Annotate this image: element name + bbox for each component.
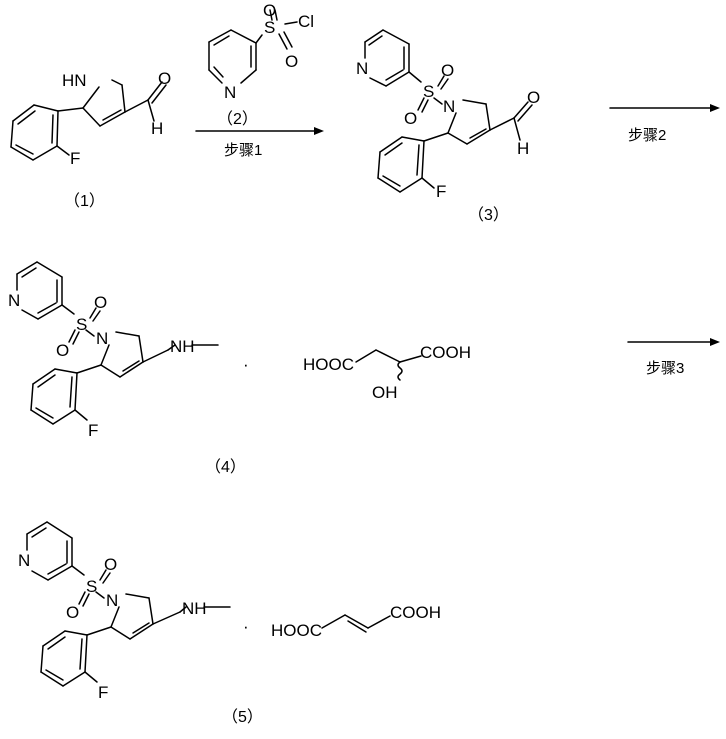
atom-h: H (151, 119, 163, 138)
step-2-label: 步骤2 (628, 127, 666, 144)
atom-f: F (88, 421, 98, 440)
compound-5: N S O O N NH F （5） · HOOC COOH (18, 521, 441, 726)
compound-2-label: （2） (217, 110, 258, 128)
atom-s: S (86, 577, 97, 596)
atom-nh: NH (170, 337, 195, 356)
atom-f: F (70, 149, 80, 168)
step-2-arrow: 步骤2 (609, 104, 720, 144)
step-1-label: 步骤1 (224, 142, 262, 159)
salt-dot: · (243, 617, 249, 636)
atom-h: H (517, 139, 529, 158)
atom-s: S (76, 315, 87, 334)
atom-o: O (94, 293, 107, 312)
atom-n: N (224, 83, 236, 102)
compound-5-label: （5） (222, 708, 263, 726)
atom-n: N (18, 551, 30, 570)
atom-cl: Cl (298, 12, 314, 31)
atom-f: F (436, 182, 446, 201)
fumaric-cooh: COOH (390, 603, 441, 622)
atom-o: O (263, 1, 276, 20)
salt-dot: · (243, 355, 249, 374)
atom-o: O (404, 109, 417, 128)
atom-nh: NH (182, 599, 207, 618)
malic-oh: OH (372, 383, 398, 402)
atom-n: N (106, 591, 118, 610)
atom-o: O (66, 603, 79, 622)
atom-f: F (98, 683, 108, 702)
atom-n: N (443, 97, 455, 116)
atom-o: O (158, 69, 171, 88)
atom-hn: HN (62, 71, 87, 90)
compound-2: S O O Cl N （2） (208, 1, 314, 128)
atom-n: N (8, 291, 20, 310)
compound-1-label: （1） (64, 192, 105, 210)
compound-1: HN O H F （1） (10, 69, 171, 210)
atom-s: S (264, 18, 275, 37)
atom-o: O (104, 555, 117, 574)
compound-4: N S O O N NH F （4） · HOOC COOH OH (8, 261, 471, 476)
malic-cooh: COOH (420, 343, 471, 362)
atom-o: O (441, 61, 454, 80)
atom-n: N (96, 329, 108, 348)
step-3-arrow: 步骤3 (627, 338, 720, 377)
atom-o: O (527, 88, 540, 107)
compound-3-label: （3） (468, 206, 509, 224)
atom-o: O (56, 341, 69, 360)
compound-4-label: （4） (205, 458, 246, 476)
fumaric-hooc: HOOC (271, 621, 322, 640)
malic-hooc: HOOC (303, 355, 354, 374)
atom-o: O (285, 52, 298, 71)
step-3-label: 步骤3 (646, 360, 684, 377)
compound-3: N S O O N O H F （3） (356, 29, 540, 224)
step-1-arrow: 步骤1 (195, 127, 324, 159)
atom-s: S (423, 82, 434, 101)
atom-n: N (356, 59, 368, 78)
